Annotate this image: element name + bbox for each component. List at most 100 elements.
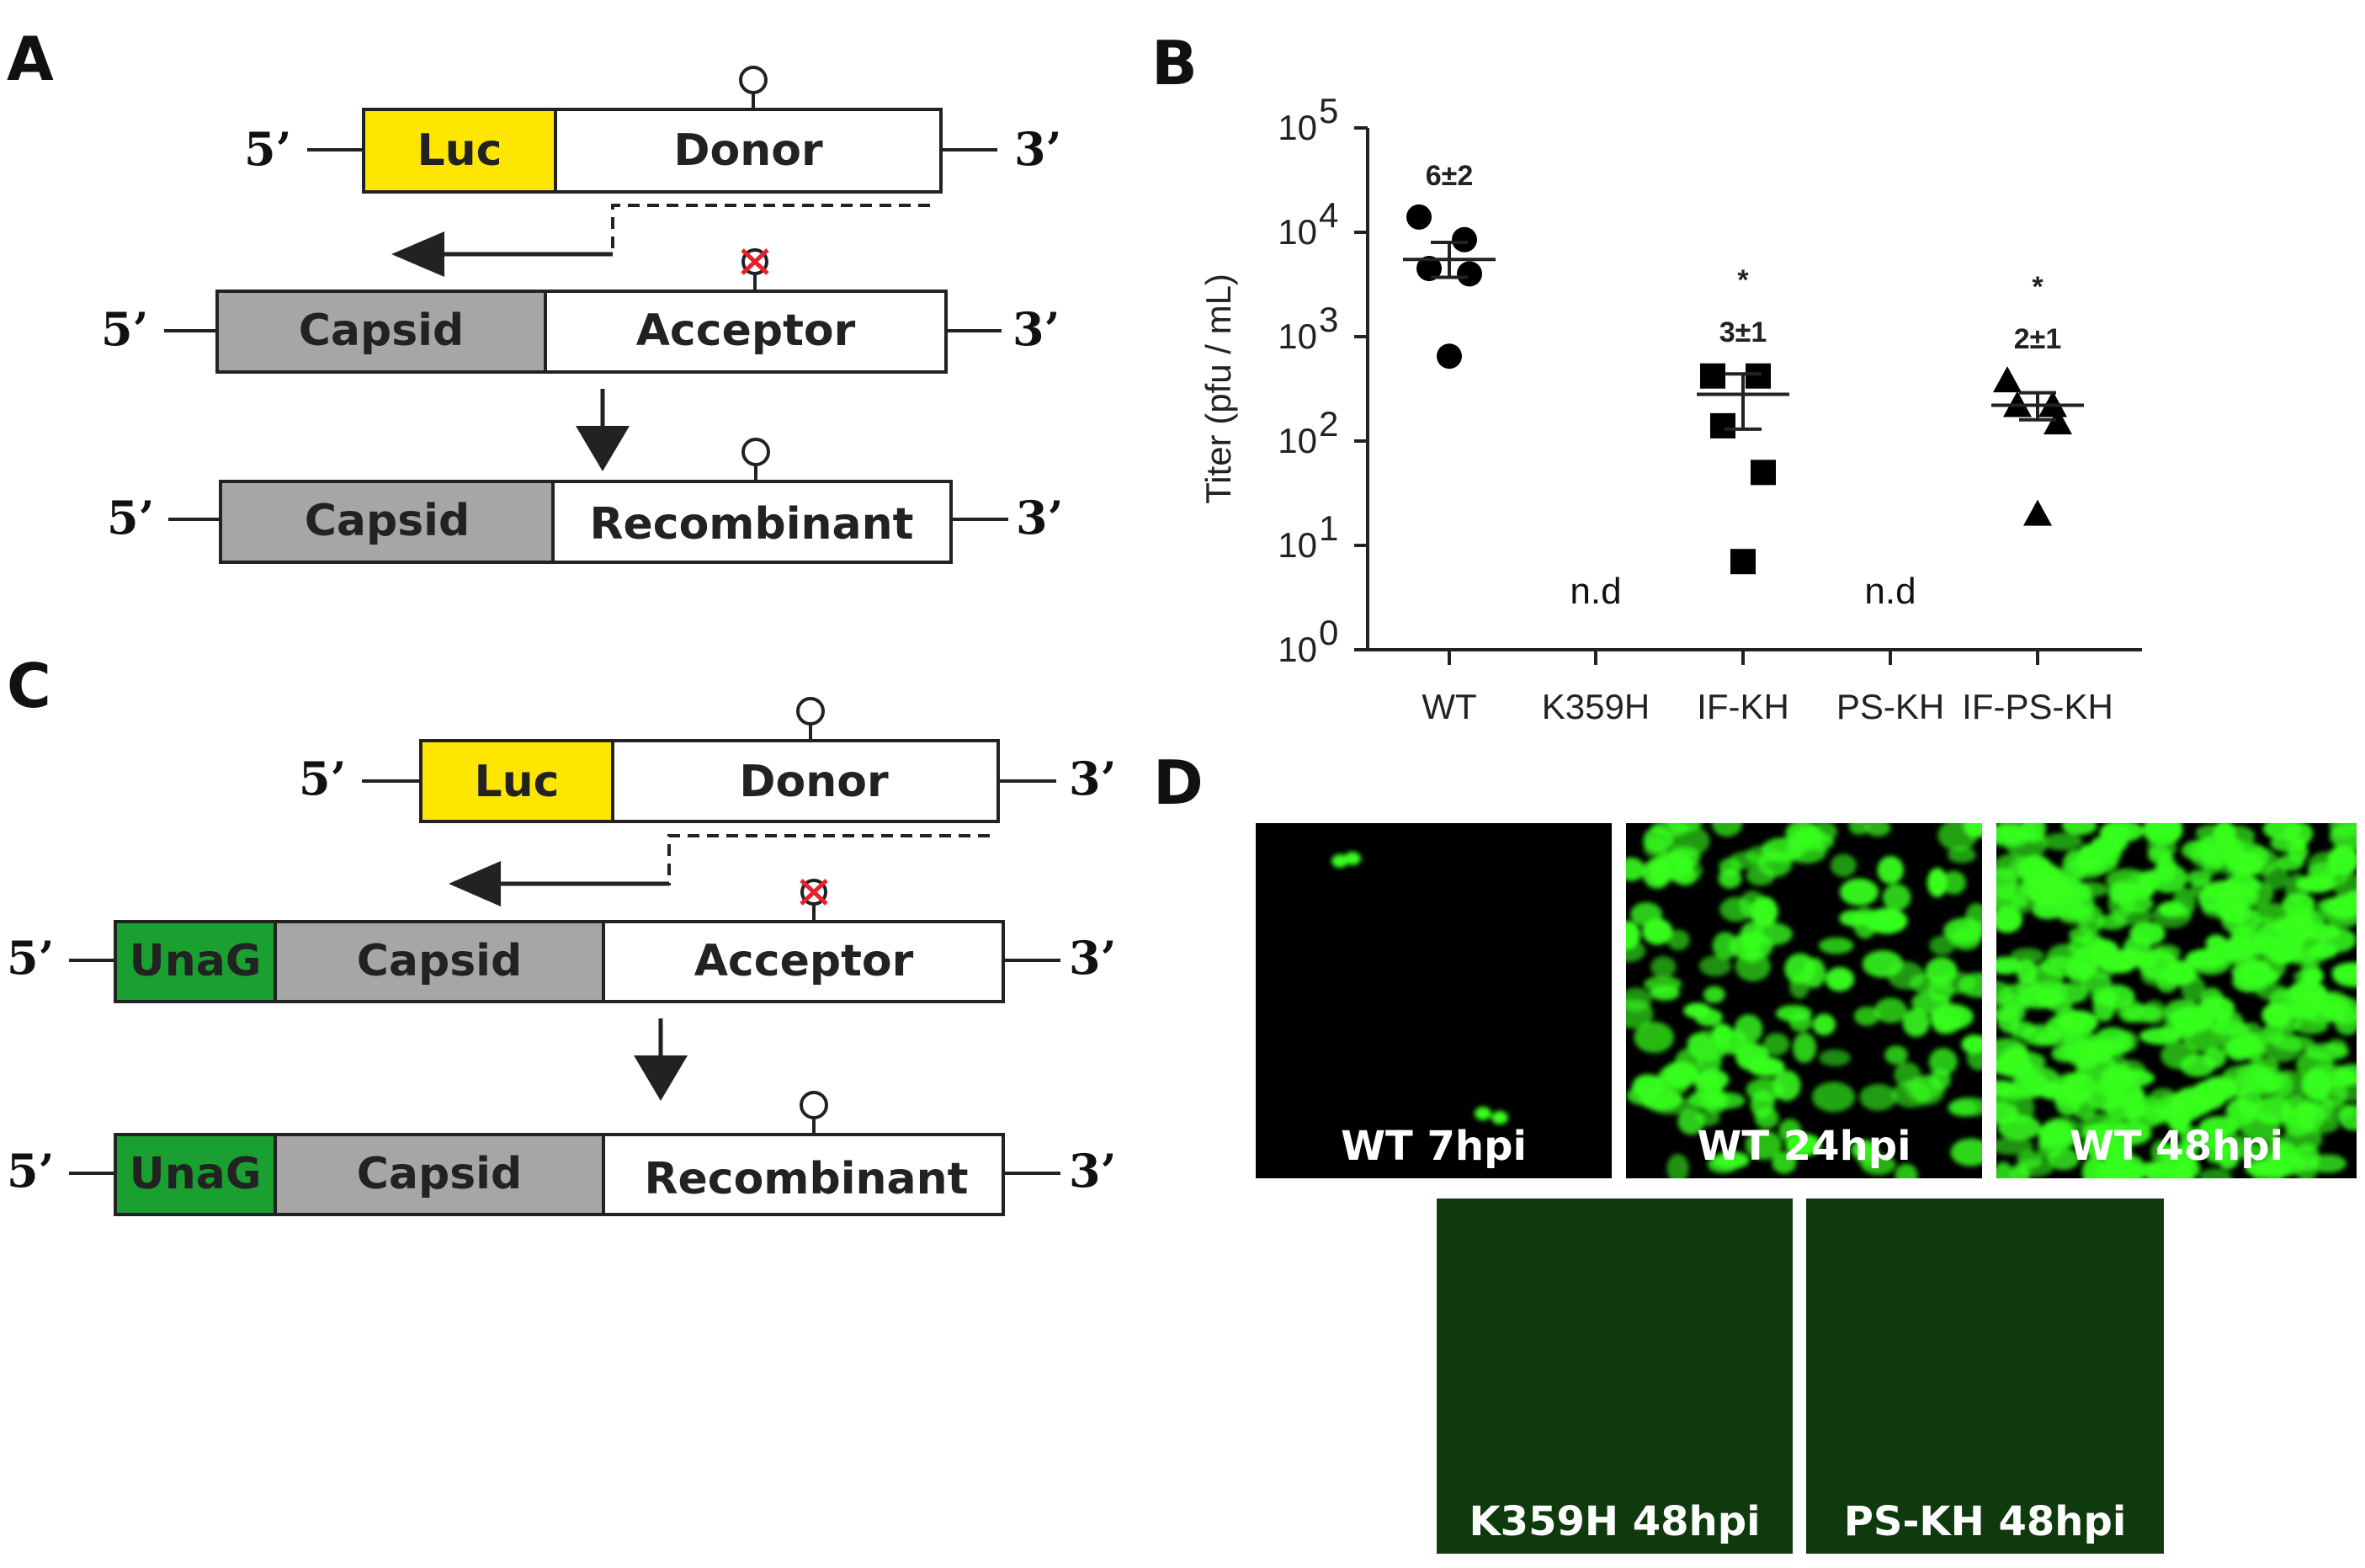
- cell: [1703, 986, 1725, 1004]
- cell: [1902, 1007, 1930, 1038]
- cell: [2111, 1069, 2155, 1087]
- cell: [2205, 934, 2227, 952]
- cell: [2158, 1144, 2193, 1167]
- a-donor-label: Donor: [673, 125, 823, 176]
- a-blocked-stemloop-icon: [741, 248, 769, 291]
- cell: [1864, 823, 1891, 837]
- cell: [2010, 948, 2044, 964]
- cell: [1750, 1089, 1775, 1119]
- cell: [1735, 951, 1772, 982]
- y-tick-exponent: 2: [1319, 404, 1338, 444]
- cell: [1895, 1163, 1918, 1178]
- cell: [1719, 896, 1752, 922]
- significance-star: *: [1737, 264, 1749, 296]
- cell: [1775, 1005, 1812, 1022]
- a-capsid2-label: Capsid: [305, 496, 470, 546]
- cell: [2301, 1069, 2331, 1101]
- cell: [2082, 1133, 2117, 1159]
- panel-d-letter: D: [1153, 747, 1204, 818]
- a-row2-5prime: 5’: [101, 302, 148, 356]
- cell: [1677, 1108, 1705, 1135]
- a-recombinant-box: [551, 480, 953, 564]
- cell: [2225, 1098, 2258, 1126]
- c-row3-5prime: 5’: [7, 1144, 54, 1198]
- x-tick-label: IF-KH: [1697, 687, 1789, 726]
- c-row2-3prime: 3’: [1069, 931, 1116, 985]
- c-acceptor-box: [602, 920, 1005, 1003]
- cell: [2300, 1117, 2340, 1134]
- cell: [1891, 1081, 1932, 1108]
- cell: [2158, 901, 2187, 918]
- cell: [1750, 896, 1778, 928]
- cell: [2045, 1014, 2086, 1038]
- micrograph-label: K359H 48hpi: [1469, 1498, 1760, 1545]
- fold-annotation: 3±1: [1719, 316, 1767, 348]
- cell: [1711, 823, 1743, 837]
- y-tick-label: 10: [1278, 212, 1317, 252]
- cell: [1911, 991, 1951, 1014]
- data-point: [1710, 412, 1735, 439]
- y-tick-label: 10: [1278, 630, 1317, 669]
- fold-annotation: 6±2: [1426, 160, 1473, 192]
- cell: [2017, 1150, 2043, 1169]
- cell: [1778, 1119, 1802, 1143]
- cell: [1928, 1048, 1958, 1076]
- cell: [2202, 901, 2243, 919]
- cell: [1961, 1034, 1982, 1055]
- cell: [1862, 950, 1904, 978]
- a-stemloop-icon: [739, 66, 768, 109]
- panel-a-letter: A: [7, 24, 54, 94]
- cell: [1947, 846, 1976, 864]
- cell: [1745, 1129, 1783, 1160]
- cell: [2293, 969, 2323, 985]
- cell: [2009, 1021, 2037, 1039]
- cell: [1854, 1139, 1879, 1167]
- cell: [1666, 1154, 1689, 1178]
- data-point: [1416, 256, 1442, 282]
- cell: [2216, 1079, 2255, 1097]
- cell: [1948, 1097, 1982, 1117]
- cell: [1937, 823, 1978, 851]
- micrograph-label: WT 48hpi: [2070, 1123, 2283, 1170]
- cell: [2164, 1009, 2201, 1036]
- cell: [1877, 855, 1905, 885]
- c-luc-box: [419, 739, 614, 823]
- cell: [2294, 1018, 2329, 1034]
- a-down-arrow-icon: [576, 426, 630, 471]
- cell: [2099, 1117, 2126, 1136]
- cell: [1705, 1035, 1730, 1051]
- cell: [1862, 908, 1906, 933]
- cell-cluster: [1331, 852, 1508, 1124]
- cell: [2288, 842, 2309, 863]
- cell-cluster: [1996, 823, 2357, 1178]
- cell: [1819, 1049, 1851, 1066]
- cell: [2046, 996, 2072, 1013]
- a-capsid-box: [215, 290, 547, 374]
- a-row3-5prime: 5’: [107, 491, 154, 545]
- data-point: [1452, 226, 1477, 252]
- cell: [2060, 1071, 2095, 1103]
- a-row1-3prime: 3’: [1014, 122, 1061, 176]
- cell: [2061, 823, 2097, 836]
- cell: [1735, 1043, 1770, 1071]
- y-tick-exponent: 4: [1319, 195, 1338, 235]
- data-point: [2023, 499, 2052, 526]
- cell: [1812, 1013, 1836, 1036]
- cell: [2327, 1067, 2357, 1087]
- c-switch-arrow-icon: [449, 861, 501, 906]
- cell: [1996, 853, 2030, 881]
- c-donor-label: Donor: [739, 757, 889, 807]
- cell: [2150, 943, 2182, 962]
- c-stemloop-icon: [796, 697, 825, 741]
- cell: [2322, 896, 2357, 928]
- c-row2-5prime: 5’: [7, 931, 54, 985]
- c-capsid-box: [274, 920, 605, 1003]
- y-tick-exponent: 1: [1319, 508, 1338, 548]
- c-unag2-box: [114, 1133, 277, 1216]
- micrograph-label: PS-KH 48hpi: [1844, 1498, 2127, 1545]
- cell: [1634, 1021, 1674, 1054]
- x-tick-label: WT: [1422, 687, 1476, 726]
- cell: [1475, 1107, 1491, 1120]
- cell: [2041, 832, 2083, 851]
